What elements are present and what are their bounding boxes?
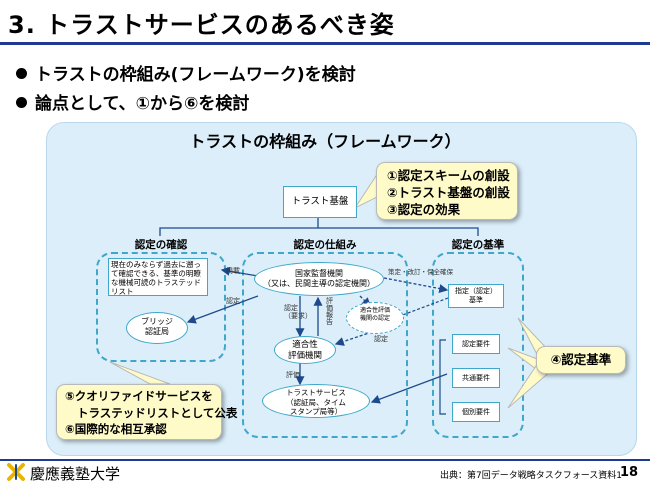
requirement-doc: 認定要件 (452, 334, 500, 354)
bridge-ca-ellipse: ブリッジ 認証局 (126, 312, 188, 344)
conformity-body-label: 適合性 (292, 340, 318, 350)
trust-service-ellipse: トラストサービス （認証局、タイム スタンプ局等） (262, 384, 370, 418)
bullet-text: トラストの枠組み(フレームワーク)を検討 (35, 65, 356, 85)
bullet-text: 論点として、①から⑥を検討 (35, 94, 250, 114)
guideline-arrow-label: 策定・改訂・保全確保 (388, 268, 453, 276)
requirement-label: 認定要件 (462, 340, 490, 348)
designation-criteria-box: 指定（認定） 基準 (448, 284, 504, 308)
designate-arrow-label: 認定 (226, 297, 240, 305)
trusted-list-callout: ⑤クオリファイドサービスを トラステッドリストとして公表 ⑥国際的な相互承認 (56, 384, 238, 440)
designation-label: 基準 (469, 296, 483, 304)
bullet-dot-icon (16, 96, 27, 108)
trust-service-label: トラストサービス (286, 388, 346, 397)
criteria-callout: ④認定基準 (536, 346, 626, 374)
callout-line: ①認定スキームの創設 (387, 168, 510, 183)
standard-column-label: 認定の基準 (451, 239, 505, 251)
conformity-body-ellipse: 適合性 評価機関 (274, 336, 336, 364)
eval-report-arrow-label: 評価報告 (326, 297, 333, 326)
bridge-label: ブリッジ (141, 317, 173, 326)
bullet-item: 論点として、①から⑥を検討 (16, 89, 249, 114)
trusted-list-text: 現在のみならず過去に遡って確認できる、基準の明瞭な機械可読のトラステッドリスト (111, 260, 201, 296)
scheme-callout: ①認定スキームの創設 ②トラスト基盤の創設 ③認定の効果 (376, 162, 518, 220)
publish-arrow-label: 掲載 (226, 267, 240, 275)
verification-column-label: 認定の確認 (134, 239, 188, 251)
title-divider (0, 42, 650, 45)
accredit-arrow-label: 認定 (374, 335, 388, 343)
callout-line: ②トラスト基盤の創設 (387, 185, 510, 200)
footer-divider (0, 459, 650, 461)
conformity-small-label: 適合性評価 (359, 307, 390, 314)
trusted-list-box: 現在のみならず過去に遡って確認できる、基準の明瞭な機械可読のトラステッドリスト (108, 258, 208, 296)
callout-line: ⑥国際的な相互承認 (65, 422, 167, 436)
conformity-accreditation-ellipse: 適合性評価 機関の認定 (346, 302, 404, 334)
standard-column (432, 252, 524, 438)
mechanism-column (242, 252, 408, 438)
university-name: 慶應義塾大学 (30, 465, 121, 483)
university-logo-icon (7, 463, 25, 481)
requirement-label: 共通要件 (462, 374, 490, 382)
trust-service-label: （認証局、タイム (286, 397, 346, 407)
conformity-body-label: 評価機関 (287, 350, 322, 361)
requirement-label: 個別要件 (462, 408, 490, 416)
mechanism-column-label: 認定の仕組み (293, 239, 357, 251)
bullet-item: トラストの枠組み(フレームワーク)を検討 (16, 60, 356, 85)
bullet-dot-icon (16, 67, 27, 79)
national-body-label: （又は、民間主導の認定機関） (263, 279, 375, 288)
callout-line: ③認定の効果 (387, 202, 461, 217)
page-number: 18 (620, 465, 639, 480)
national-body-ellipse: 国家監督機関 （又は、民間主導の認定機関） (254, 262, 384, 296)
cert-request-line: 認定 (284, 304, 298, 312)
requirement-doc: 個別要件 (452, 402, 500, 422)
source-citation: 出典：第7回データ戦略タスクフォース資料1 (440, 471, 623, 481)
designation-label: 指定（認定） (455, 287, 497, 295)
requirement-doc: 共通要件 (452, 368, 500, 388)
page-title: 3. トラストサービスのあるべき姿 (8, 11, 395, 39)
trust-service-label: スタンプ局等） (289, 407, 343, 416)
verification-column (96, 252, 226, 362)
bridge-label: 認証局 (145, 327, 169, 336)
eval-arrow-label: 評価 (286, 371, 300, 379)
framework-title: トラストの枠組み（フレームワーク） (189, 132, 461, 151)
trust-base-box: トラスト基盤 (283, 186, 357, 218)
conformity-small-label: 機関の認定 (359, 314, 390, 322)
trust-base-label: トラスト基盤 (291, 196, 349, 207)
cert-request-arrow-label: 認定 （要求） (284, 304, 312, 320)
callout-line: トラステッドリストとして公表 (77, 405, 238, 420)
criteria-callout-text: ④認定基準 (550, 352, 612, 367)
national-body-label: 国家監督機関 (295, 269, 343, 278)
callout-line: ⑤クオリファイドサービスを (65, 389, 213, 403)
cert-request-line: （要求） (284, 312, 312, 320)
